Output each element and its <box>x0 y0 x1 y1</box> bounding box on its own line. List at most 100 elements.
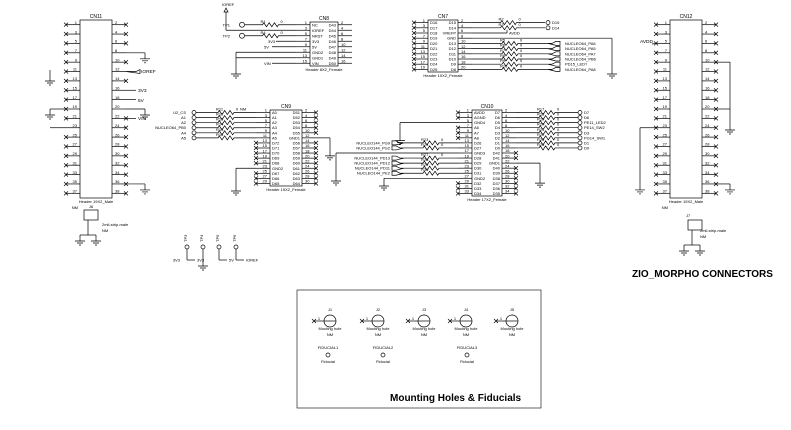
pin-number: 35 <box>663 179 668 184</box>
resistor-ref: R26 <box>537 142 545 147</box>
ground-icon <box>725 189 735 195</box>
no-connect-mark <box>63 191 69 196</box>
pin-number: 3 <box>423 23 426 28</box>
net-label: NUCLEO144_PD11 <box>355 166 391 171</box>
pin-number: 2 <box>505 108 508 113</box>
pin-name-left: D32 <box>474 181 482 186</box>
net-label: PD15_LED? <box>565 62 588 67</box>
pin-number: 14 <box>705 76 710 81</box>
pin-number: 34 <box>115 170 120 175</box>
no-connect-mark <box>411 41 417 46</box>
pin-name-right: D11 <box>449 51 457 56</box>
connector-ref: CN8 <box>319 16 329 22</box>
pin-name-right: D13 <box>449 41 457 46</box>
pin-number: 15 <box>465 143 470 148</box>
pin-number: 13 <box>303 53 308 58</box>
net-label: A5 <box>181 135 187 140</box>
hole-ref: J1 <box>328 307 333 312</box>
pin-number: 26 <box>115 132 120 137</box>
ground-icon <box>231 73 241 79</box>
pin-name-right: D44 <box>329 28 337 33</box>
net-port-icon <box>547 46 561 51</box>
net-label: NUCLEO144_PE2 <box>357 171 391 176</box>
pin-name-right: D8 <box>451 67 457 72</box>
pin-number: 8 <box>115 48 118 53</box>
no-connect-mark <box>123 125 129 130</box>
wire <box>651 43 657 45</box>
no-connect-mark <box>253 171 259 176</box>
net-endpoint <box>191 135 197 141</box>
no-connect-mark <box>713 78 719 84</box>
resistor-ref: R13 <box>216 117 224 122</box>
pin-number: 8 <box>305 123 308 128</box>
resistor-icon <box>196 120 256 126</box>
pin-number: 22 <box>705 114 710 119</box>
pin-name-left: VIN <box>312 61 319 66</box>
pin-number: 20 <box>461 65 466 70</box>
pin-number: 29 <box>465 179 470 184</box>
pin-number: 28 <box>505 173 510 178</box>
ground-icon <box>535 182 545 188</box>
net-avdd: AVDD <box>509 31 520 36</box>
connector-body <box>427 19 459 73</box>
pin-number: 28 <box>305 174 310 179</box>
no-connect-mark <box>123 153 129 159</box>
section-title: ZIO_MORPHO CONNECTORS <box>632 269 773 280</box>
connector-nm: NM <box>662 205 668 210</box>
pin-name-left: D31 <box>474 171 482 176</box>
hole-pin: 1 <box>412 316 415 321</box>
resistor-ref: R19 <box>537 117 545 122</box>
no-connect-mark <box>313 110 319 115</box>
net-endpoint <box>191 110 197 115</box>
no-connect-mark <box>63 69 69 74</box>
resistor-value: 0 <box>441 142 444 147</box>
testpoint-ref: TP4 <box>199 234 204 242</box>
pin-number: 12 <box>705 67 710 72</box>
strip-label: 2mil-strip-male <box>700 228 727 233</box>
pin-number: 14 <box>115 76 120 81</box>
net-label: PE11_LED2 <box>584 120 606 125</box>
resistor-icon <box>472 40 548 47</box>
pin-name-left: NRST <box>312 33 323 38</box>
resistor-icon <box>516 109 578 116</box>
pin-name-left: A1 <box>272 115 278 120</box>
resistor-value: 0 <box>557 117 560 122</box>
net-label: D0 <box>584 145 590 150</box>
mounting-box <box>296 289 542 409</box>
no-connect-mark <box>653 22 659 27</box>
pin-number: 14 <box>341 53 346 58</box>
net-label: D1 <box>584 140 590 145</box>
resistor-icon <box>404 145 458 151</box>
resistor-icon <box>404 170 458 176</box>
pin-number: 21 <box>663 114 668 119</box>
resistor-ref: R12 <box>216 112 224 117</box>
net-label: NUCLEO64_PA8 <box>565 67 596 72</box>
pin-number: 6 <box>461 28 464 33</box>
pin-number: 24 <box>305 163 310 168</box>
ground-icon <box>231 190 241 196</box>
pin-number: 8 <box>705 48 708 53</box>
net-endpoint <box>577 135 583 141</box>
pin-number: 3 <box>75 29 78 34</box>
no-connect-mark <box>253 140 259 146</box>
pin-number: 1 <box>265 108 268 113</box>
net-label: NUCLEO144_PD12 <box>354 161 390 166</box>
no-connect-mark <box>653 172 659 177</box>
pin-number: 20 <box>305 153 310 158</box>
pin-number: 25 <box>663 132 668 137</box>
pin-name-right: D43 <box>329 22 337 27</box>
connector-ref: CN10 <box>481 104 494 110</box>
resistor-value: 0 <box>557 122 560 127</box>
pin-number: 19 <box>263 153 268 158</box>
pin-number: 10 <box>505 128 510 133</box>
resistor-ref: R10 <box>500 63 508 68</box>
no-connect-mark <box>513 170 519 176</box>
net-label: U2_CS <box>173 110 186 115</box>
pin-number: 29 <box>73 151 78 156</box>
no-connect-mark <box>63 31 69 37</box>
pin-name-right: D5 <box>495 120 501 125</box>
no-connect-mark <box>123 134 129 140</box>
pin-name-right: D40 <box>493 166 501 171</box>
resistor-icon <box>245 22 296 28</box>
pin-number: 4 <box>115 29 118 34</box>
